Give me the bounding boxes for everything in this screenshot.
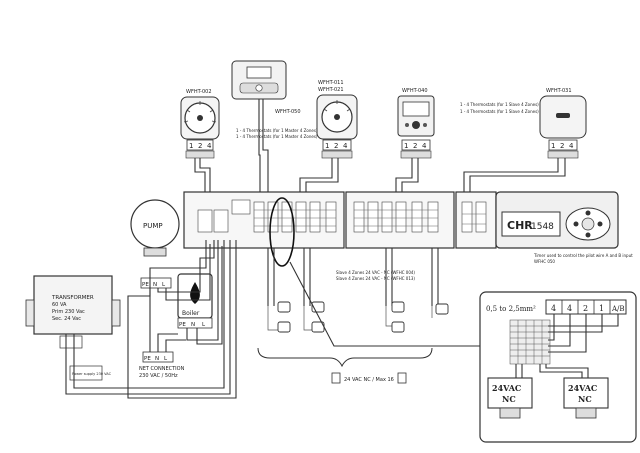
- detail-terminal-4a: 4: [551, 304, 556, 313]
- actuator-icon: [391, 321, 405, 333]
- pump-terminal-l: L: [162, 282, 166, 288]
- thermostat-wires: [194, 99, 566, 192]
- thermostat-wfht040: WFHT-040 1 2 4: [397, 88, 435, 159]
- note-slave-zones-1: Slave 4 Zones 24 VAC - NC (WFHC 004): [336, 270, 415, 275]
- note-timer-1: Timer used to control the pilot wire A a…: [533, 253, 633, 258]
- detail-inset: 0,5 to 2,5mm² 4 4 2 1 A/B: [479, 291, 637, 443]
- boiler-terminal-l: L: [202, 322, 206, 328]
- pump: PUMP PE N L: [130, 199, 180, 289]
- actuator-icon: [435, 303, 449, 315]
- thermostat-wfht002-terminal-2: 2: [198, 142, 202, 150]
- actuators-caption: 24 VAC NC / Max 16: [344, 377, 394, 383]
- transformer: TRANSFORMER 60 VA Prim 230 Vac Sec. 24 V…: [25, 275, 121, 381]
- transformer-line1: TRANSFORMER: [51, 295, 94, 301]
- thermostat-wfht031: WFHT-031 1 2 4: [539, 88, 587, 159]
- detail-actuator-right-line1: 24VAC: [568, 383, 597, 393]
- net-connection: PE N L NET CONNECTION 230 VAC / 50Hz: [139, 351, 185, 379]
- actuator-icon: [277, 321, 291, 333]
- net-connection-voltage: 230 VAC / 50Hz: [139, 373, 178, 379]
- thermostat-wfht050: WFHT-050: [231, 60, 301, 115]
- boiler-terminal-pe: PE: [179, 322, 186, 328]
- note-thermostats-right-1: 1 - 4 Thermostats (for 1 Slave 4 Zones): [460, 102, 539, 107]
- thermostat-wfht031-terminal-1: 1: [551, 142, 555, 150]
- actuator-icon: [331, 372, 341, 384]
- transformer-line3: Prim 230 Vac: [52, 309, 85, 315]
- thermostat-wfht031-terminal-2: 2: [560, 142, 564, 150]
- actuator-wires: [267, 248, 439, 331]
- detail-actuator-right-line2: NC: [578, 394, 592, 404]
- net-connection-label: NET CONNECTION: [139, 366, 185, 372]
- flame-icon: [190, 282, 200, 304]
- actuator-icon: [277, 301, 291, 313]
- transformer-line2: 60 VA: [52, 302, 67, 308]
- thermostat-wfht011-model: WFHT-011: [318, 80, 344, 86]
- note-thermostats-left-1: 1 - 4 Thermostats (for 1 Master 4 Zones): [236, 128, 318, 133]
- actuators-brace: [257, 347, 433, 368]
- thermostat-wfht031-terminal-3: 4: [569, 142, 574, 150]
- detail-terminal-ab: A/B: [611, 305, 625, 313]
- thermostat-wfht002: WFHT-002 1 2 4: [180, 89, 220, 159]
- boiler-label: Boiler: [182, 310, 200, 317]
- detail-terminal-1: 1: [599, 304, 604, 313]
- detail-leader-line: [289, 261, 480, 347]
- detail-terminal-4b: 4: [567, 304, 572, 313]
- keypad-center-icon: [581, 217, 595, 231]
- transformer-line4: Sec. 24 Vac: [52, 316, 81, 322]
- transformer-small-label: Power supply 230 VAC: [72, 372, 112, 376]
- note-timer-2: WFHC 050: [534, 259, 555, 264]
- thermostat-wfht011-terminal-3: 4: [343, 142, 348, 150]
- thermostat-wfht002-terminal-1: 1: [189, 142, 193, 150]
- actuator-icon: [397, 372, 407, 384]
- thermostat-wfht040-terminal-2: 2: [413, 142, 417, 150]
- detail-actuator-right: [563, 377, 609, 409]
- thermostat-wfht002-terminal-3: 4: [207, 142, 212, 150]
- pump-terminal-pe: PE: [142, 282, 149, 288]
- detail-wire-size: 0,5 to 2,5mm²: [486, 305, 536, 313]
- actuators: [277, 301, 449, 333]
- thermostat-wfht011: WFHT-011 WFHT-021 1 2 4: [316, 80, 358, 159]
- controller-strip: CHR 1548: [183, 191, 619, 249]
- highlight-ellipse: [269, 197, 295, 267]
- timer-display-line2: 1548: [531, 222, 554, 232]
- note-slave-zones-2: Slave 4 Zones 24 VAC - NC (WFHC 013): [336, 276, 415, 281]
- thermostat-wfht040-model: WFHT-040: [402, 88, 428, 94]
- detail-terminal-2: 2: [583, 304, 588, 313]
- detail-actuator-left-line1: 24VAC: [492, 383, 521, 393]
- thermostat-screen-icon: [402, 101, 430, 117]
- thermostat-wfht011-terminal-1: 1: [325, 142, 329, 150]
- power-wires: [65, 240, 237, 399]
- pump-terminal-n: N: [153, 282, 157, 288]
- boiler-terminal-n: N: [191, 322, 195, 328]
- thermostat-wfht031-model: WFHT-031: [546, 88, 572, 94]
- boiler: Boiler PE N L: [177, 273, 213, 329]
- net-terminal-n: N: [155, 356, 159, 362]
- note-thermostats-right-2: 1 - 4 Thermostats (for 1 Slave 4 Zones): [460, 109, 539, 114]
- thermostat-screen-icon: [246, 66, 272, 79]
- thermostat-wfht011-terminal-2: 2: [334, 142, 338, 150]
- timer-display-line1: CHR: [507, 219, 533, 232]
- net-terminal-l: L: [164, 356, 168, 362]
- thermostat-wfht021-model: WFHT-021: [318, 87, 344, 93]
- timer-display: [501, 211, 561, 237]
- thermostat-wfht040-terminal-3: 4: [422, 142, 427, 150]
- thermostat-wfht002-model: WFHT-002: [186, 89, 212, 95]
- detail-actuator-left-line2: NC: [502, 394, 516, 404]
- net-terminal-pe: PE: [144, 356, 151, 362]
- pump-label: PUMP: [143, 222, 163, 230]
- thermostat-wfht040-terminal-1: 1: [404, 142, 408, 150]
- note-thermostats-left-2: 1 - 4 Thermostats (for 1 Master 4 Zones): [236, 134, 318, 139]
- thermostat-wfht050-model: WFHT-050: [275, 109, 301, 115]
- actuator-icon: [391, 301, 405, 313]
- thermostat-indicator-icon: [556, 113, 570, 118]
